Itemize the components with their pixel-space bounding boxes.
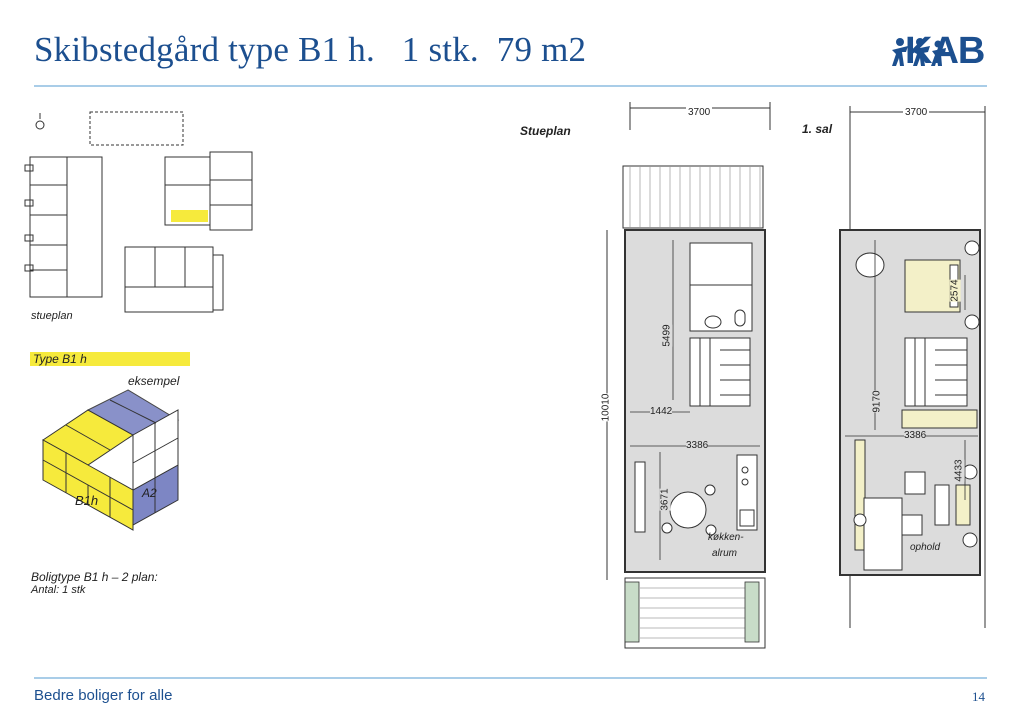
first-plan-title: 1. sal: [802, 122, 833, 136]
first-dim-total: 9170: [871, 390, 883, 413]
first-dim-width: 3700: [903, 107, 930, 118]
people-icon: [892, 38, 946, 66]
ground-dim-stair: 1442: [650, 406, 673, 417]
type-label: Type B1 h: [33, 352, 87, 366]
ground-dim-width: 3700: [686, 107, 713, 118]
page-number: 14: [972, 689, 985, 704]
isometric-diagram: [42, 389, 180, 531]
ground-dim-inner: 3386: [686, 440, 709, 451]
ground-dim-total: 10010: [600, 393, 612, 422]
kab-logo: [892, 38, 946, 66]
iso-label-b1h: B1h: [75, 493, 99, 508]
first-dim-bed: 2574: [949, 279, 961, 302]
first-floor-plan: [839, 106, 986, 628]
site-plan: [24, 111, 253, 313]
ground-dim-kitchen: 3671: [659, 488, 671, 511]
footer-rule: [34, 677, 987, 679]
ground-room-kitchen-2: alrum: [712, 548, 738, 559]
site-plan-label: stueplan: [31, 310, 73, 322]
example-label: eksempel: [128, 374, 180, 388]
desc-line-2: Antal: 1 stk: [31, 584, 86, 596]
type-highlight: [30, 352, 190, 366]
ground-dim-upper: 5499: [661, 324, 673, 347]
page-title: Skibstedgård type B1 h. 1 stk. 79 m2: [34, 30, 587, 69]
header-rule: [34, 85, 987, 87]
first-dim-inner: 3386: [904, 430, 927, 441]
ground-plan-title: Stueplan: [520, 124, 571, 138]
iso-label-a2: A2: [142, 486, 157, 500]
ground-room-kitchen-1: køkken-: [708, 532, 744, 543]
footer-tagline: Bedre boliger for alle: [34, 687, 173, 704]
first-room-living: ophold: [910, 542, 941, 553]
ground-floor-plan: [606, 102, 771, 649]
logo-text: KAB: [905, 30, 985, 72]
first-dim-living: 4433: [953, 459, 965, 482]
desc-line-1: Boligtype B1 h – 2 plan:: [31, 570, 158, 584]
